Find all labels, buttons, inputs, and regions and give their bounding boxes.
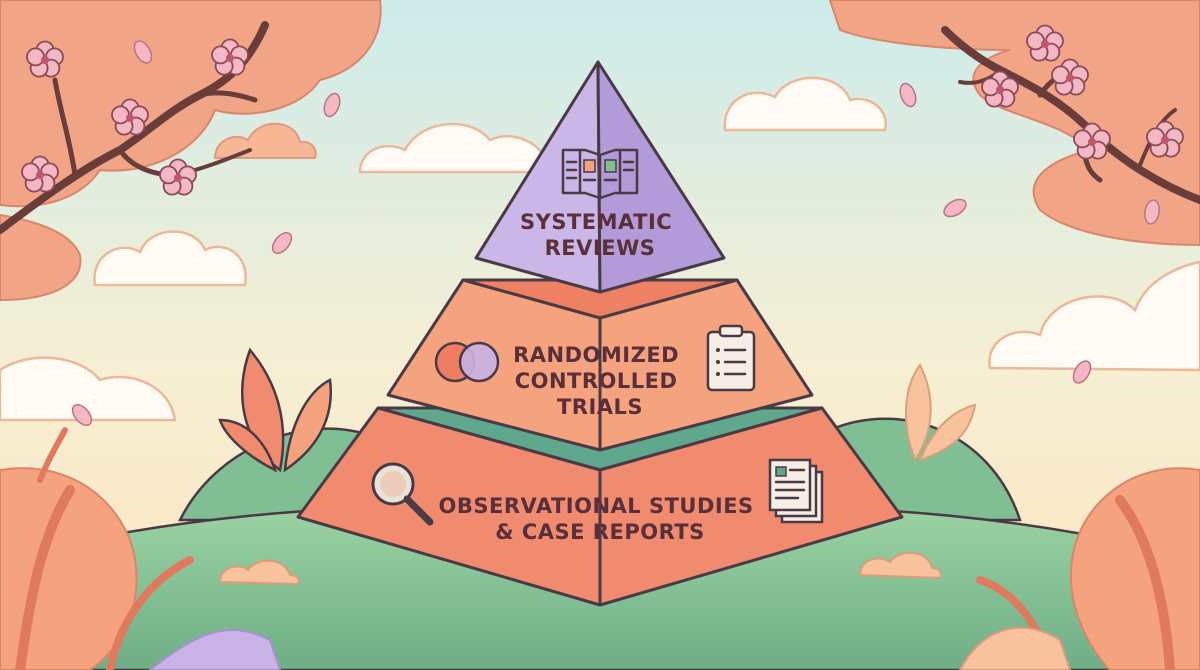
document-stack-icon (768, 458, 824, 524)
tier-middle-label-line-1: RANDOMIZED (513, 343, 679, 367)
falling-petal (133, 40, 153, 64)
falling-petal (943, 198, 967, 218)
falling-petal (323, 92, 341, 118)
cloud-right (988, 260, 1200, 372)
foreground-plants-left (0, 427, 282, 670)
falling-petal (899, 82, 917, 108)
falling-petal (271, 232, 293, 254)
cloud-hill-right (858, 552, 942, 580)
clipboard-icon (706, 324, 756, 392)
blossom-flower (211, 38, 249, 76)
leaf-plant-left (218, 347, 333, 473)
cloud-small-left (213, 122, 317, 159)
falling-petal (1144, 199, 1160, 225)
magnifier-icon (371, 462, 434, 526)
tree-canopy-top-left-lower (0, 213, 82, 302)
blossom-flower (111, 98, 149, 136)
falling-petals (71, 40, 1160, 426)
cloud-hill-left (218, 559, 300, 586)
cloud-top-center (358, 122, 552, 174)
blossom-flower (1073, 122, 1111, 160)
tier-top-label-line-1: SYSTEMATIC (520, 210, 672, 234)
tier-middle-label-line-2: CONTROLLED (515, 369, 678, 393)
falling-petal (1072, 360, 1092, 384)
tier-top-label-line-2: REVIEWS (545, 236, 656, 260)
blossom-flower (21, 155, 59, 193)
blossom-flower (1051, 58, 1089, 96)
tier-middle-label: RANDOMIZED CONTROLLED TRIALS (513, 343, 687, 419)
tier-middle-label-line-3: TRIALS (557, 395, 643, 419)
blossom-flower (981, 70, 1019, 108)
blossom-flower (1026, 24, 1064, 62)
cloud-left (93, 230, 247, 287)
cloud-far-left (0, 356, 177, 422)
foreground-plants-right (958, 467, 1200, 670)
blossom-flower (159, 158, 197, 196)
tier-bottom-label: OBSERVATIONAL STUDIES & CASE REPORTS (439, 494, 762, 544)
tier-middle-right-face (598, 278, 814, 452)
venn-diagram-icon (434, 341, 500, 383)
blossom-flower (26, 40, 64, 78)
leaf-plant-right (905, 363, 977, 463)
falling-petal (71, 404, 93, 426)
tier-bottom-label-line-1: OBSERVATIONAL STUDIES (439, 494, 754, 518)
tier-top-label: SYSTEMATIC REVIEWS (520, 210, 680, 260)
cherry-blossoms (21, 24, 1184, 196)
tier-bottom-right-face (598, 406, 904, 607)
evidence-pyramid: SYSTEMATIC REVIEWS RANDOMIZED CONTROLLED… (296, 60, 904, 607)
pyramid-tier-top (474, 60, 726, 294)
cloud-top-right (723, 76, 888, 132)
blossom-flower (1146, 120, 1184, 158)
open-book-icon (561, 148, 639, 200)
tier-bottom-label-line-2: & CASE REPORTS (495, 520, 705, 544)
